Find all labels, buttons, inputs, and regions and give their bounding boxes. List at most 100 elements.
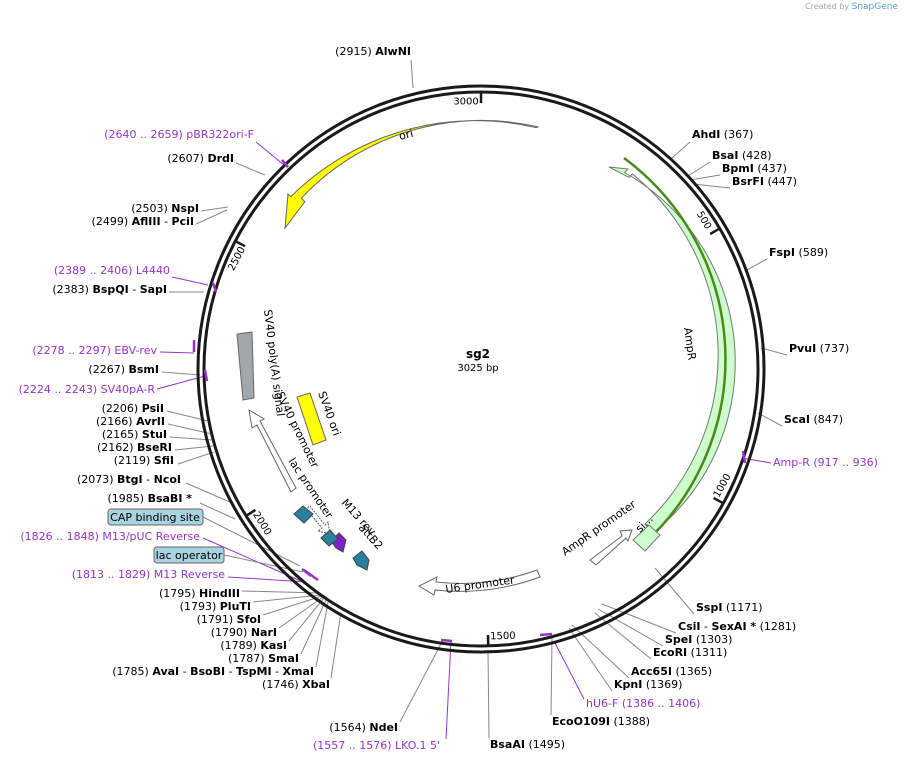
- enzyme-label[interactable]: (2165) StuI: [102, 428, 167, 441]
- primer-mark: [281, 159, 289, 168]
- signal-arrow[interactable]: [632, 524, 661, 552]
- enzyme-label[interactable]: (2383) BspQI - SapI: [52, 283, 167, 296]
- primer-label[interactable]: (2224 .. 2243) SV40pA-R: [19, 383, 156, 396]
- enzyme-label[interactable]: (1785) AvaI - BsoBI - TspMI - XmaI: [112, 665, 314, 678]
- enzyme-label[interactable]: EcoRI (1311): [653, 646, 727, 659]
- feature-lac-operator-glyph[interactable]: [320, 529, 339, 547]
- sv40-ori-box[interactable]: [296, 392, 327, 446]
- enzyme-label[interactable]: (2073) BtgI - NcoI: [77, 473, 181, 486]
- enzyme-connector: [177, 451, 215, 465]
- enzyme-connector: [278, 596, 324, 629]
- primer-label[interactable]: (1826 .. 1848) M13/pUC Reverse: [20, 530, 200, 543]
- enzyme-connector: [315, 601, 329, 668]
- enzyme-label[interactable]: (2499) AflIII - PciI: [92, 215, 194, 228]
- enzyme-label[interactable]: (1564) NdeI: [329, 721, 398, 734]
- ori-label: ori: [398, 127, 415, 143]
- primer-label[interactable]: (1813 .. 1829) M13 Reverse: [72, 568, 225, 581]
- feature-ampr-promoter[interactable]: AmpR promoter: [559, 497, 639, 566]
- enzyme-label[interactable]: (1789) KasI: [220, 639, 287, 652]
- feature-u6-promoter[interactable]: U6 promoter: [417, 569, 541, 596]
- feature-ampr-outline: [623, 156, 727, 541]
- lac-operator-box[interactable]: [153, 546, 225, 564]
- primer-label[interactable]: hU6-F (1386 .. 1406): [586, 697, 700, 710]
- enzyme-label[interactable]: (2607) DrdI: [167, 152, 234, 165]
- enzyme-label[interactable]: (1793) PluTI: [180, 600, 251, 613]
- enzyme-label[interactable]: (1746) XbaI: [262, 678, 330, 691]
- enzyme-connector: [288, 597, 325, 642]
- enzyme-connector: [235, 162, 266, 176]
- connector-lines: [156, 59, 788, 740]
- enzyme-label[interactable]: PvuI (737): [789, 342, 849, 355]
- primer-mark: [203, 369, 209, 382]
- enzyme-connector: [689, 174, 721, 181]
- tick-mark: [713, 496, 724, 505]
- enzyme-connector: [687, 161, 711, 177]
- feature-attb2[interactable]: attB2: [352, 521, 385, 571]
- tick-label: 2000: [250, 510, 273, 537]
- primer-connector: [445, 639, 452, 740]
- credit-brand: SnapGene: [851, 2, 898, 12]
- enzyme-connector: [169, 436, 213, 441]
- enzyme-label[interactable]: BsrFI (447): [732, 175, 797, 188]
- feature-ori[interactable]: ori: [284, 119, 539, 230]
- enzyme-connector: [410, 59, 414, 89]
- primer-label[interactable]: (2640 .. 2659) pBR322ori-F: [104, 128, 254, 141]
- feature-cap-glyph[interactable]: [293, 505, 314, 524]
- enzyme-connector: [601, 603, 677, 634]
- lac-operator-label[interactable]: lac operator: [153, 546, 225, 564]
- primer-mark: [539, 632, 553, 637]
- enzyme-label[interactable]: EcoO109I (1388): [552, 715, 650, 728]
- enzyme-connector: [671, 141, 691, 159]
- enzyme-label[interactable]: (2267) BsmI: [88, 363, 159, 376]
- enzyme-label[interactable]: (1791) SfoI: [197, 613, 261, 626]
- enzyme-label[interactable]: (2166) AvrII: [96, 415, 165, 428]
- enzyme-label[interactable]: Acc65I (1365): [631, 665, 712, 678]
- primer-mark: [741, 450, 747, 464]
- enzyme-label[interactable]: (2915) AlwNI: [335, 45, 411, 58]
- plasmid-size: 3025 bp: [457, 363, 498, 374]
- enzyme-label[interactable]: (1985) BsaBI *: [108, 492, 193, 505]
- enzyme-label[interactable]: BpmI (437): [722, 162, 787, 175]
- tick-mark: [234, 239, 246, 248]
- primer-label[interactable]: (2389 .. 2406) L4440: [54, 264, 170, 277]
- enzyme-label[interactable]: AhdI (367): [692, 128, 753, 141]
- enzyme-label[interactable]: SspI (1171): [696, 601, 763, 614]
- cap-binding-site-label[interactable]: CAP binding site: [107, 508, 204, 526]
- primer-connector: [553, 640, 585, 700]
- enzyme-connector: [594, 612, 652, 660]
- enzyme-label[interactable]: KpnI (1369): [614, 678, 682, 691]
- enzyme-label[interactable]: (2162) BseRI: [97, 441, 172, 454]
- enzyme-label[interactable]: (1795) HindIII: [159, 587, 240, 600]
- primer-connector: [741, 457, 772, 464]
- primer-label[interactable]: (2278 .. 2297) EBV-rev: [32, 344, 157, 357]
- enzyme-label[interactable]: ScaI (847): [784, 413, 843, 426]
- enzyme-label[interactable]: (2119) SfiI: [114, 454, 174, 467]
- cap-glyph[interactable]: [293, 505, 314, 524]
- ampr-label: AmpR: [681, 327, 698, 362]
- u6-promoter-arrow[interactable]: [417, 569, 541, 596]
- lac-operator-glyph[interactable]: [320, 529, 339, 547]
- enzyme-connector: [174, 445, 214, 451]
- cap-binding-site-box[interactable]: [107, 508, 204, 526]
- sv40-polya-box[interactable]: [236, 331, 255, 401]
- enzyme-label[interactable]: (1787) SmaI: [228, 652, 299, 665]
- enzyme-label[interactable]: FspI (589): [769, 246, 828, 259]
- enzyme-label[interactable]: CsiI - SexAI * (1281): [678, 620, 796, 633]
- ori-arrow[interactable]: [284, 119, 539, 230]
- primer-label[interactable]: Amp-R (917 .. 936): [773, 456, 878, 469]
- primer-label[interactable]: (1557 .. 1576) LKO.1 5': [313, 739, 440, 752]
- primer-connector: [159, 351, 195, 354]
- backbone-outer-circle: [196, 84, 766, 654]
- sv40-promoter-arrow[interactable]: [248, 409, 297, 493]
- enzyme-label[interactable]: (1790) NarI: [211, 626, 277, 639]
- ampr-promoter-arrow[interactable]: [589, 529, 633, 566]
- enzyme-connector: [568, 627, 613, 692]
- enzyme-label[interactable]: BsaI (428): [712, 149, 772, 162]
- enzyme-label[interactable]: (2503) NspI: [131, 202, 199, 215]
- enzyme-label[interactable]: BsaAI (1495): [490, 738, 565, 751]
- tick-mark: [245, 508, 257, 517]
- enzyme-label[interactable]: (2206) PsiI: [102, 402, 164, 415]
- enzyme-label[interactable]: SpeI (1303): [665, 633, 732, 646]
- attb2-arrow[interactable]: [352, 550, 370, 571]
